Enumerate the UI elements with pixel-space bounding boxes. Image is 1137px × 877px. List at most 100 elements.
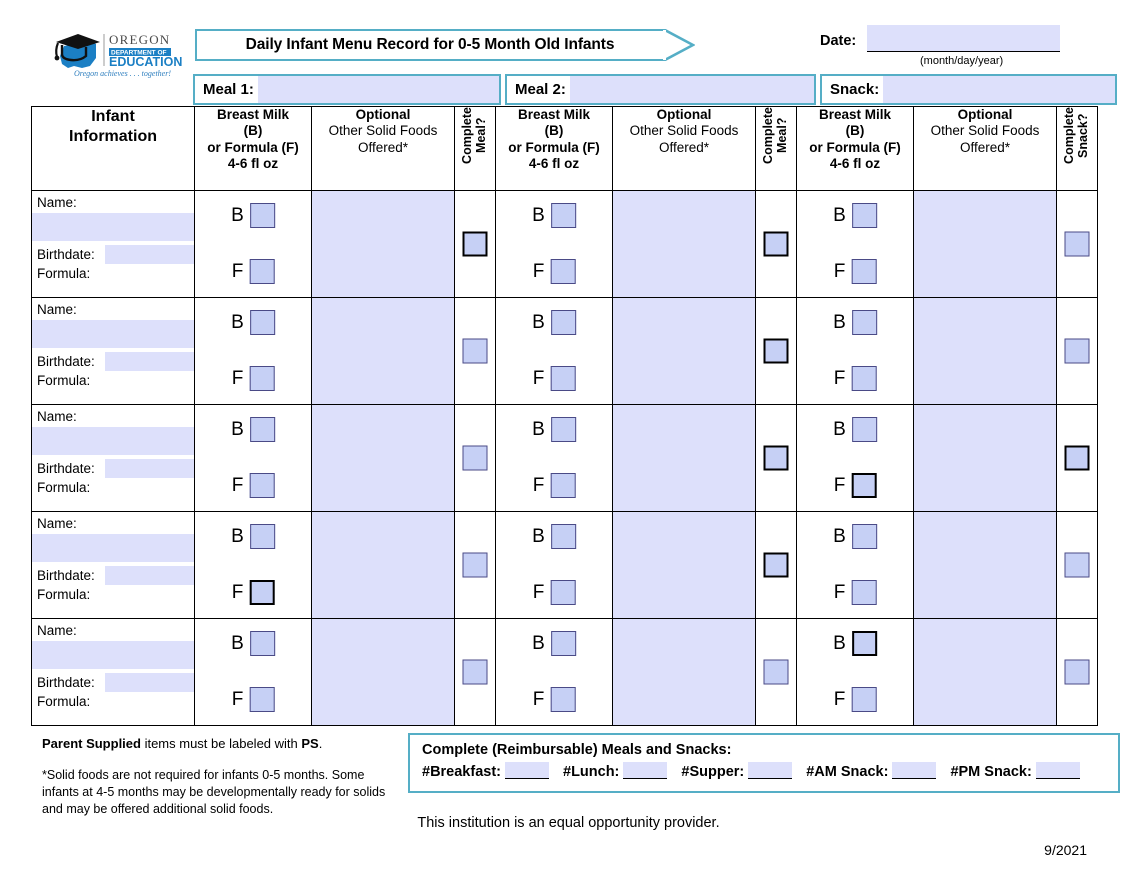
meal1-formula-checkbox[interactable]: [249, 259, 275, 284]
meal1-breast-milk-checkbox[interactable]: [249, 631, 275, 656]
infant-information-cell: Name:Birthdate:Formula:: [31, 618, 195, 726]
snack-optional-foods-input[interactable]: [913, 297, 1057, 405]
date-label: Date:: [820, 33, 857, 49]
meal2-optional-foods-input[interactable]: [612, 511, 756, 619]
meal2-breast-milk-checkbox[interactable]: [550, 417, 576, 442]
meal1-complete-checkbox[interactable]: [462, 445, 488, 471]
snack-breast-milk-checkbox[interactable]: [851, 631, 877, 656]
birthdate-input[interactable]: [105, 673, 194, 692]
summary-item-input[interactable]: [1035, 762, 1080, 779]
meal-2-label: Meal 2:: [507, 76, 570, 103]
formula-letter: F: [833, 582, 846, 603]
snack-formula-checkbox[interactable]: [851, 473, 877, 498]
summary-item-input[interactable]: [892, 762, 937, 779]
meal1-optional-foods-input[interactable]: [311, 511, 455, 619]
meal2-complete-checkbox[interactable]: [763, 338, 789, 364]
meal1-complete-checkbox[interactable]: [462, 231, 488, 257]
meal2-optional-foods-input[interactable]: [612, 404, 756, 512]
name-input[interactable]: [32, 641, 194, 669]
snack-optional-foods-input[interactable]: [913, 190, 1057, 298]
name-input[interactable]: [32, 534, 194, 562]
opt-line3: Offered*: [959, 139, 1011, 155]
snack-formula-checkbox[interactable]: [851, 687, 877, 712]
summary-item-input[interactable]: [505, 762, 549, 779]
meal2-optional-foods-input[interactable]: [612, 297, 756, 405]
snack-header[interactable]: Snack:: [820, 74, 1117, 105]
date-input[interactable]: [867, 25, 1060, 52]
name-input[interactable]: [32, 320, 194, 348]
meal2-formula-checkbox[interactable]: [550, 366, 576, 391]
meal1-complete-cell: [454, 404, 496, 512]
meal2-formula-checkbox[interactable]: [550, 259, 576, 284]
birthdate-input[interactable]: [105, 566, 194, 585]
summary-item-input[interactable]: [748, 762, 793, 779]
meal2-optional-foods-input[interactable]: [612, 618, 756, 726]
meal2-formula-checkbox[interactable]: [550, 580, 576, 605]
snack-complete-checkbox[interactable]: [1064, 552, 1090, 578]
meal2-formula-checkbox[interactable]: [550, 473, 576, 498]
birthdate-input[interactable]: [105, 245, 194, 264]
meal1-formula-checkbox[interactable]: [249, 366, 275, 391]
bm-line4: 4-6 fl oz: [528, 156, 580, 172]
meal2-complete-checkbox[interactable]: [763, 231, 789, 257]
meal1-breast-milk-checkbox[interactable]: [249, 524, 275, 549]
summary-item-input[interactable]: [623, 762, 668, 779]
snack-optional-foods-input[interactable]: [913, 404, 1057, 512]
meal1-formula-checkbox[interactable]: [249, 687, 275, 712]
complete-snack-label: Complete Snack?: [1062, 107, 1090, 164]
name-input[interactable]: [32, 213, 194, 241]
meal2-breast-milk-checkbox[interactable]: [550, 631, 576, 656]
snack-complete-checkbox[interactable]: [1064, 338, 1090, 364]
snack-optional-foods-input[interactable]: [913, 618, 1057, 726]
snack-formula-checkbox[interactable]: [851, 366, 877, 391]
meal-1-header[interactable]: Meal 1:: [193, 74, 501, 105]
meal1-complete-checkbox[interactable]: [462, 338, 488, 364]
meal2-formula-checkbox[interactable]: [550, 687, 576, 712]
birthdate-input[interactable]: [105, 352, 194, 371]
meal1-optional-foods-input[interactable]: [311, 297, 455, 405]
meal2-optional-foods-input[interactable]: [612, 190, 756, 298]
meal2-complete-checkbox[interactable]: [763, 445, 789, 471]
meal1-breast-milk-checkbox[interactable]: [249, 417, 275, 442]
snack-complete-checkbox[interactable]: [1064, 445, 1090, 471]
meal1-formula-checkbox[interactable]: [249, 580, 275, 605]
column-header-meal1-optional: Optional Other Solid Foods Offered*: [311, 106, 455, 191]
snack-formula-checkbox[interactable]: [851, 259, 877, 284]
meal1-optional-foods-input[interactable]: [311, 404, 455, 512]
meal2-complete-cell: [755, 297, 797, 405]
formula-letter: F: [833, 368, 846, 389]
date-block: Date: (month/day/year): [820, 25, 1060, 73]
snack-formula-checkbox[interactable]: [851, 580, 877, 605]
snack-breast-milk-checkbox[interactable]: [851, 417, 877, 442]
revision-date: 9/2021: [1044, 842, 1087, 858]
meal2-breast-milk-checkbox[interactable]: [550, 203, 576, 228]
meal1-complete-checkbox[interactable]: [462, 552, 488, 578]
meal1-formula-checkbox[interactable]: [249, 473, 275, 498]
meal2-complete-checkbox[interactable]: [763, 552, 789, 578]
meal2-breast-milk-checkbox[interactable]: [550, 310, 576, 335]
meal-2-header[interactable]: Meal 2:: [505, 74, 816, 105]
bm-line1: Breast Milk: [818, 107, 892, 122]
meal2-breast-milk-checkbox[interactable]: [550, 524, 576, 549]
meal2-complete-checkbox[interactable]: [763, 659, 789, 685]
meal1-optional-foods-input[interactable]: [311, 190, 455, 298]
name-input[interactable]: [32, 427, 194, 455]
meal1-optional-foods-input[interactable]: [311, 618, 455, 726]
meal1-breast-milk-checkbox[interactable]: [249, 203, 275, 228]
summary-title: Complete (Reimbursable) Meals and Snacks…: [422, 742, 732, 758]
snack-breast-milk-checkbox[interactable]: [851, 310, 877, 335]
snack-breast-milk-checkbox[interactable]: [851, 524, 877, 549]
meal1-breast-milk-checkbox[interactable]: [249, 310, 275, 335]
breast-milk-letter: B: [231, 312, 244, 333]
svg-text:Oregon achieves . . . together: Oregon achieves . . . together!: [74, 69, 171, 78]
birthdate-input[interactable]: [105, 459, 194, 478]
snack-optional-foods-input[interactable]: [913, 511, 1057, 619]
snack-breast-milk-checkbox[interactable]: [851, 203, 877, 228]
formula-label: Formula:: [37, 694, 91, 709]
meal1-complete-checkbox[interactable]: [462, 659, 488, 685]
snack-complete-checkbox[interactable]: [1064, 659, 1090, 685]
snack-complete-checkbox[interactable]: [1064, 231, 1090, 257]
snack-complete-cell: [1056, 618, 1098, 726]
